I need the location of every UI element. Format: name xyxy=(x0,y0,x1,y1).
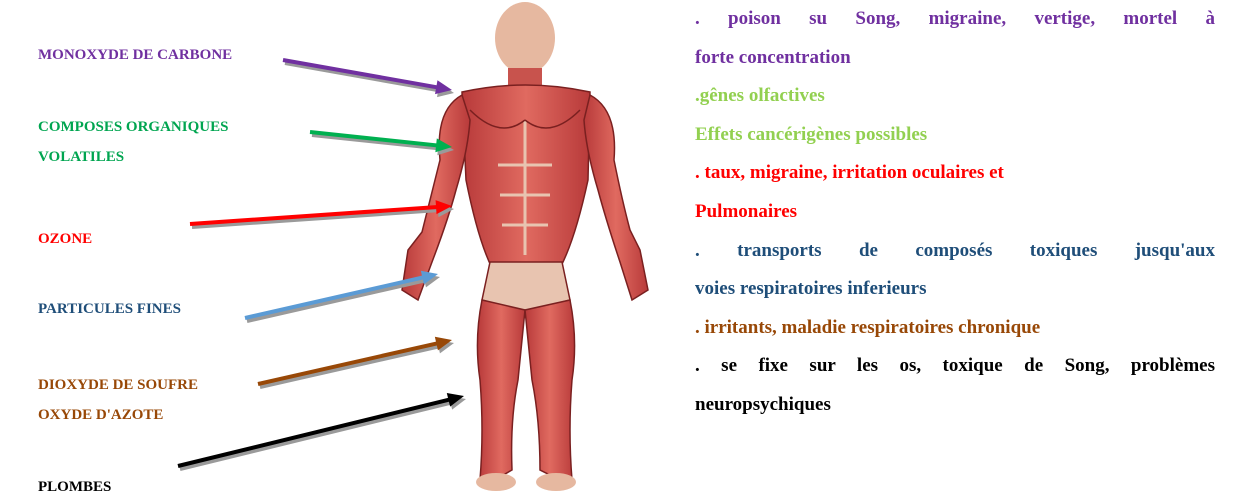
effect-line: . poison su Song, migraine, vertige, mor… xyxy=(695,0,1215,39)
right-foot-shape xyxy=(536,473,576,491)
effect-line: voies respiratoires inferieurs xyxy=(695,270,1215,309)
arrow-3 xyxy=(245,271,440,323)
effect-line: . taux, migraine, irritation oculaires e… xyxy=(695,154,1215,193)
effect-line: neuropsychiques xyxy=(695,386,1215,425)
arrow-5 xyxy=(178,393,466,471)
right-leg-shape xyxy=(525,300,575,480)
pollutant-text: MONOXYDE DE CARBONE xyxy=(38,47,232,63)
pollutant-label-ozone: OZONE xyxy=(38,224,92,254)
health-effects-list: . poison su Song, migraine, vertige, mor… xyxy=(695,0,1215,425)
human-body-figure xyxy=(402,2,648,491)
pollutant-text-line-2: OXYDE D'AZOTE xyxy=(38,400,198,430)
pollutant-text: OZONE xyxy=(38,231,92,247)
effect-line: . irritants, maladie respiratoires chron… xyxy=(695,309,1215,348)
pollutant-text-line-1: COMPOSES ORGANIQUES xyxy=(38,112,228,142)
effect-line: Effets cancérigènes possibles xyxy=(695,116,1215,155)
right-arm-shape xyxy=(584,95,648,300)
effect-line: . transports de composés toxiques jusqu'… xyxy=(695,232,1215,271)
arrow-4 xyxy=(258,337,454,389)
arrow-2 xyxy=(190,200,454,229)
effect-line: .gênes olfactives xyxy=(695,77,1215,116)
pollutant-text-line-2: VOLATILES xyxy=(38,142,228,172)
pollutant-label-sulfur-nitrogen: DIOXYDE DE SOUFRE OXYDE D'AZOTE xyxy=(38,370,198,430)
pollutant-text: PLOMBES xyxy=(38,479,111,495)
left-arm-shape xyxy=(402,95,470,300)
pollutant-label-fine-particles: PARTICULES FINES xyxy=(38,294,181,324)
arrow-shape xyxy=(178,393,464,468)
left-leg-shape xyxy=(477,300,525,480)
effect-line: Pulmonaires xyxy=(695,193,1215,232)
arrow-1 xyxy=(310,130,454,155)
pollutant-text-line-1: DIOXYDE DE SOUFRE xyxy=(38,370,198,400)
pollutant-text: PARTICULES FINES xyxy=(38,301,181,317)
pollutant-label-voc: COMPOSES ORGANIQUES VOLATILES xyxy=(38,112,228,172)
effect-line: forte concentration xyxy=(695,39,1215,78)
arrow-0 xyxy=(283,58,454,97)
left-foot-shape xyxy=(476,473,516,491)
pollutant-label-lead: PLOMBES xyxy=(38,472,111,502)
head-shape xyxy=(495,2,555,74)
pollutant-label-carbon-monoxide: MONOXYDE DE CARBONE xyxy=(38,40,232,70)
arrow-shape xyxy=(258,337,452,386)
effect-line: . se fixe sur les os, toxique de Song, p… xyxy=(695,347,1215,386)
